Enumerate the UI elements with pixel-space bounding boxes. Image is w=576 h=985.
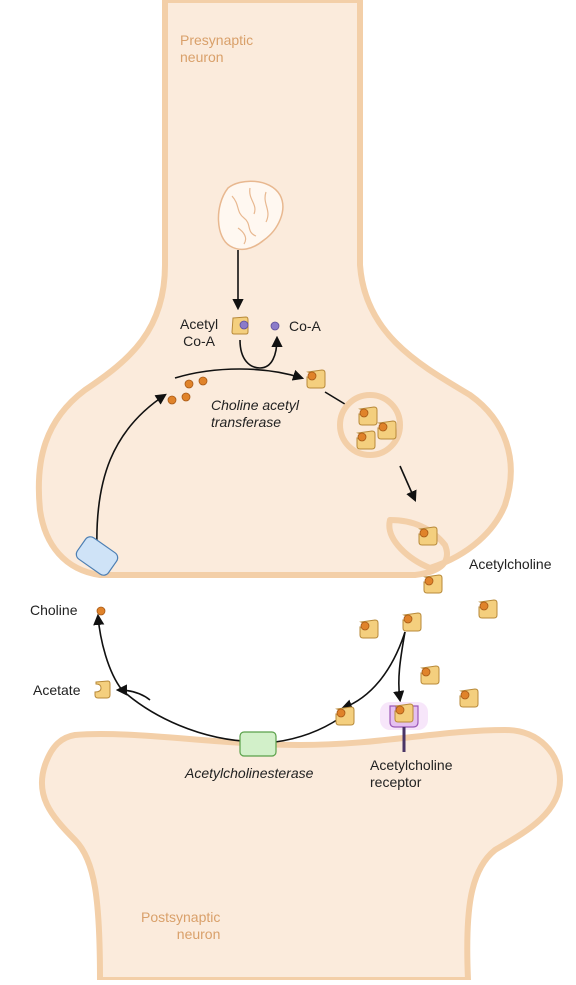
choline-dot-icon bbox=[96, 606, 106, 616]
postsynaptic-label-line2: neuron bbox=[176, 926, 221, 942]
acetylcholine-molecule-icon bbox=[335, 706, 355, 726]
arrow-esterase bbox=[340, 631, 406, 711]
postsynaptic-label-line1: Postsynaptic bbox=[141, 909, 221, 925]
acetate-icon bbox=[94, 680, 111, 699]
acetyl-coa-icon bbox=[231, 316, 249, 335]
acetyl-coa-label-line1: Acetyl bbox=[180, 316, 219, 332]
coa-label: Co-A bbox=[289, 318, 321, 334]
arrow-coa-release bbox=[239, 335, 283, 369]
arrow-to-receptor bbox=[393, 631, 406, 703]
acetylcholine-molecule-icon bbox=[359, 619, 379, 639]
postsynaptic-neuron bbox=[38, 727, 563, 983]
acetylcholine-molecule-icon bbox=[402, 612, 422, 632]
acetylcholine-molecule-icon bbox=[478, 599, 498, 619]
presynaptic-label: Presynaptic neuron bbox=[180, 32, 253, 66]
choline-dot-icon bbox=[198, 376, 208, 386]
presynaptic-label-line1: Presynaptic bbox=[180, 32, 254, 48]
arrow-vesicle-to-membrane bbox=[399, 465, 417, 503]
chat-label-line1: Choline acetyl bbox=[211, 397, 299, 413]
arrow-cycle-left bbox=[96, 393, 167, 551]
mitochondrion-icon bbox=[217, 180, 284, 251]
acetylcholine-molecule-icon bbox=[377, 420, 397, 440]
receptor-label-line1: Acetylcholine bbox=[370, 757, 453, 773]
acetylcholine-molecule-icon bbox=[356, 430, 376, 450]
choline-dot-icon bbox=[181, 392, 191, 402]
acetylcholine-molecule-icon bbox=[423, 574, 443, 594]
receptor-label-line2: receptor bbox=[370, 774, 422, 790]
arrow-acetate bbox=[115, 684, 151, 701]
coa-dot-icon bbox=[270, 321, 280, 331]
postsynaptic-label: Postsynaptic neuron bbox=[141, 909, 220, 943]
acetyl-coa-label-line2: Co-A bbox=[183, 333, 216, 349]
acetylcholine-label: Acetylcholine bbox=[469, 556, 552, 572]
acetyl-coa-label: Acetyl Co-A bbox=[180, 316, 218, 350]
arrow-choline-to-acetylcholine bbox=[174, 368, 305, 381]
choline-acetyltransferase-label: Choline acetyl transferase bbox=[211, 397, 299, 431]
chat-label-line2: transferase bbox=[211, 414, 282, 430]
acetylcholinesterase-label: Acetylcholinesterase bbox=[185, 765, 314, 781]
choline-label: Choline bbox=[30, 602, 78, 618]
acetylcholine-molecule-icon bbox=[306, 369, 326, 389]
acetylcholine-molecule-icon bbox=[420, 665, 440, 685]
acetylcholine-molecule-icon bbox=[358, 406, 378, 426]
choline-dot-icon bbox=[167, 395, 177, 405]
arrow-esterase-line bbox=[274, 717, 341, 743]
receptor-label: Acetylcholine receptor bbox=[370, 757, 453, 791]
arrow-reuptake bbox=[93, 613, 263, 743]
acetylcholine-molecule-icon bbox=[459, 688, 479, 708]
acetylcholine-receptor-icon bbox=[380, 702, 428, 752]
choline-transporter-icon bbox=[75, 536, 119, 576]
presynaptic-neuron bbox=[35, 0, 514, 578]
acetylcholinesterase-icon bbox=[239, 731, 277, 757]
presynaptic-label-line2: neuron bbox=[180, 49, 224, 65]
acetate-label: Acetate bbox=[33, 682, 81, 698]
choline-dot-icon bbox=[184, 379, 194, 389]
acetylcholine-molecule-icon bbox=[418, 526, 438, 546]
